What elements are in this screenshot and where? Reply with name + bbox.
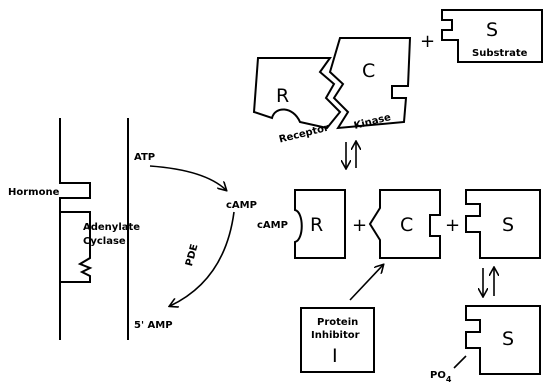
inhibitor-letter: I <box>332 345 338 367</box>
po-text: PO <box>430 370 446 381</box>
camp-to-5amp-arrow <box>170 212 234 306</box>
receptor-letter: R <box>276 85 289 107</box>
phospho-s-letter: S <box>502 328 514 350</box>
pde-label: PDE <box>184 243 200 268</box>
camp-product-label: cAMP <box>226 200 257 211</box>
middle-c-letter: C <box>400 214 413 236</box>
phosphate-bond-line <box>454 356 466 368</box>
hormone-label: Hormone <box>8 187 60 198</box>
inhibitor-line1: Protein <box>317 317 358 328</box>
kinase-label: Kinase <box>353 112 393 132</box>
po4-label: PO4 <box>430 370 452 384</box>
camp-bound-label: cAMP <box>257 220 288 231</box>
po-subscript: 4 <box>446 375 452 384</box>
atp-to-camp-arrow <box>150 166 226 190</box>
substrate-letter: S <box>486 19 498 41</box>
five-amp-label: 5' AMP <box>134 320 173 331</box>
plus-sign-2: + <box>445 215 460 236</box>
middle-r-letter: R <box>310 214 323 236</box>
substrate-label: Substrate <box>472 48 528 59</box>
inhibitor-arrow <box>350 265 383 300</box>
cyclase-label: Cyclase <box>83 236 126 247</box>
kinase-shape <box>330 38 410 128</box>
plus-sign-top: + <box>420 31 435 52</box>
kinase-letter: C <box>362 60 375 82</box>
receptor-label: Receptor <box>278 123 330 146</box>
receptor-shape <box>254 58 340 128</box>
atp-label: ATP <box>134 152 155 163</box>
middle-s-letter: S <box>502 214 514 236</box>
plus-sign-1: + <box>352 215 367 236</box>
inhibitor-line2: Inhibitor <box>311 330 360 341</box>
adenylate-label: Adenylate <box>83 222 140 233</box>
